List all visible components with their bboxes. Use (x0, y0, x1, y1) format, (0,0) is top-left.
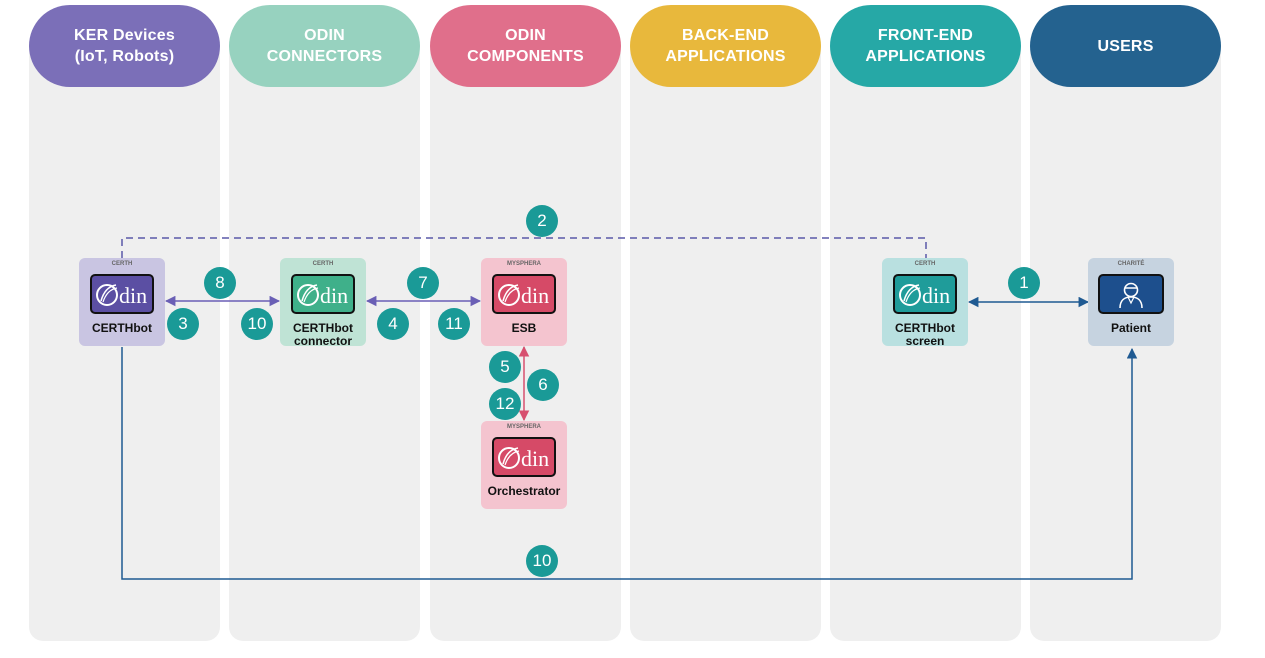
step-badge: 6 (527, 369, 559, 401)
header-label: USERS (1097, 37, 1154, 55)
node-org-label: CERTH (312, 261, 334, 267)
node-label: CERTHbot screen (895, 321, 955, 348)
arrow-certhbot-patient (121, 347, 1138, 580)
header-label: ODIN CONNECTORS (266, 27, 383, 65)
step-badge: 4 (377, 308, 409, 340)
node-label: CERTHbot connector (293, 321, 353, 348)
header-front-end-applications: FRONT-END APPLICATIONS (830, 5, 1021, 87)
node-certhbot-screen: CERTH din CERTHbot screen (882, 258, 968, 348)
node-certhbot: CERTH din CERTHbot (79, 258, 165, 346)
logo-text: din (320, 283, 348, 308)
step-badge: 12 (489, 388, 521, 420)
odin-logo-icon: din (492, 274, 556, 314)
header-label: FRONT-END APPLICATIONS (865, 27, 986, 65)
header-back-end-applications: BACK-END APPLICATIONS (630, 5, 821, 87)
logo-text: din (521, 446, 549, 471)
header-label: ODIN COMPONENTS (467, 27, 584, 65)
node-orchestrator: MYSPHERA din Orchestrator (481, 421, 567, 509)
header-label: BACK-END APPLICATIONS (665, 27, 786, 65)
person-icon (1098, 274, 1164, 314)
node-label: Patient (1110, 321, 1151, 335)
dashed-certhbot-screen (121, 237, 927, 258)
step-badge: 10 (241, 308, 273, 340)
odin-logo-icon: din (90, 274, 154, 314)
header-odin-connectors: ODIN CONNECTORS (229, 5, 420, 87)
odin-logo-icon: din (893, 274, 957, 314)
step-badge: 11 (438, 308, 470, 340)
lane-back-end-applications (630, 40, 821, 641)
node-patient: CHARITÉ Patient (1088, 258, 1174, 346)
odin-logo-icon: din (291, 274, 355, 314)
node-esb: MYSPHERA din ESB (481, 258, 567, 346)
node-org-label: CERTH (914, 261, 936, 267)
node-label: ESB (511, 321, 537, 335)
step-badge: 1 (1008, 267, 1040, 299)
header-odin-components: ODIN COMPONENTS (430, 5, 621, 87)
node-org-label: CERTH (111, 261, 133, 267)
step-badge: 5 (489, 351, 521, 383)
step-badge: 8 (204, 267, 236, 299)
logo-text: din (119, 283, 147, 308)
header-users: USERS (1030, 5, 1221, 87)
odin-logo-icon: din (492, 437, 556, 477)
node-label: CERTHbot (92, 321, 152, 335)
step-badge: 7 (407, 267, 439, 299)
node-org-label: MYSPHERA (506, 424, 541, 430)
node-org-label: MYSPHERA (506, 261, 541, 267)
step-badge: 3 (167, 308, 199, 340)
node-certhbot-connector: CERTH din CERTHbot connector (280, 258, 366, 348)
logo-text: din (521, 283, 549, 308)
header-label: KER Devices (IoT, Robots) (74, 27, 175, 65)
step-badge: 10 (526, 545, 558, 577)
header-ker-devices: KER Devices (IoT, Robots) (29, 5, 220, 87)
step-badge: 2 (526, 205, 558, 237)
node-org-label: CHARITÉ (1117, 261, 1145, 267)
logo-text: din (922, 283, 950, 308)
node-label: Orchestrator (487, 484, 561, 498)
